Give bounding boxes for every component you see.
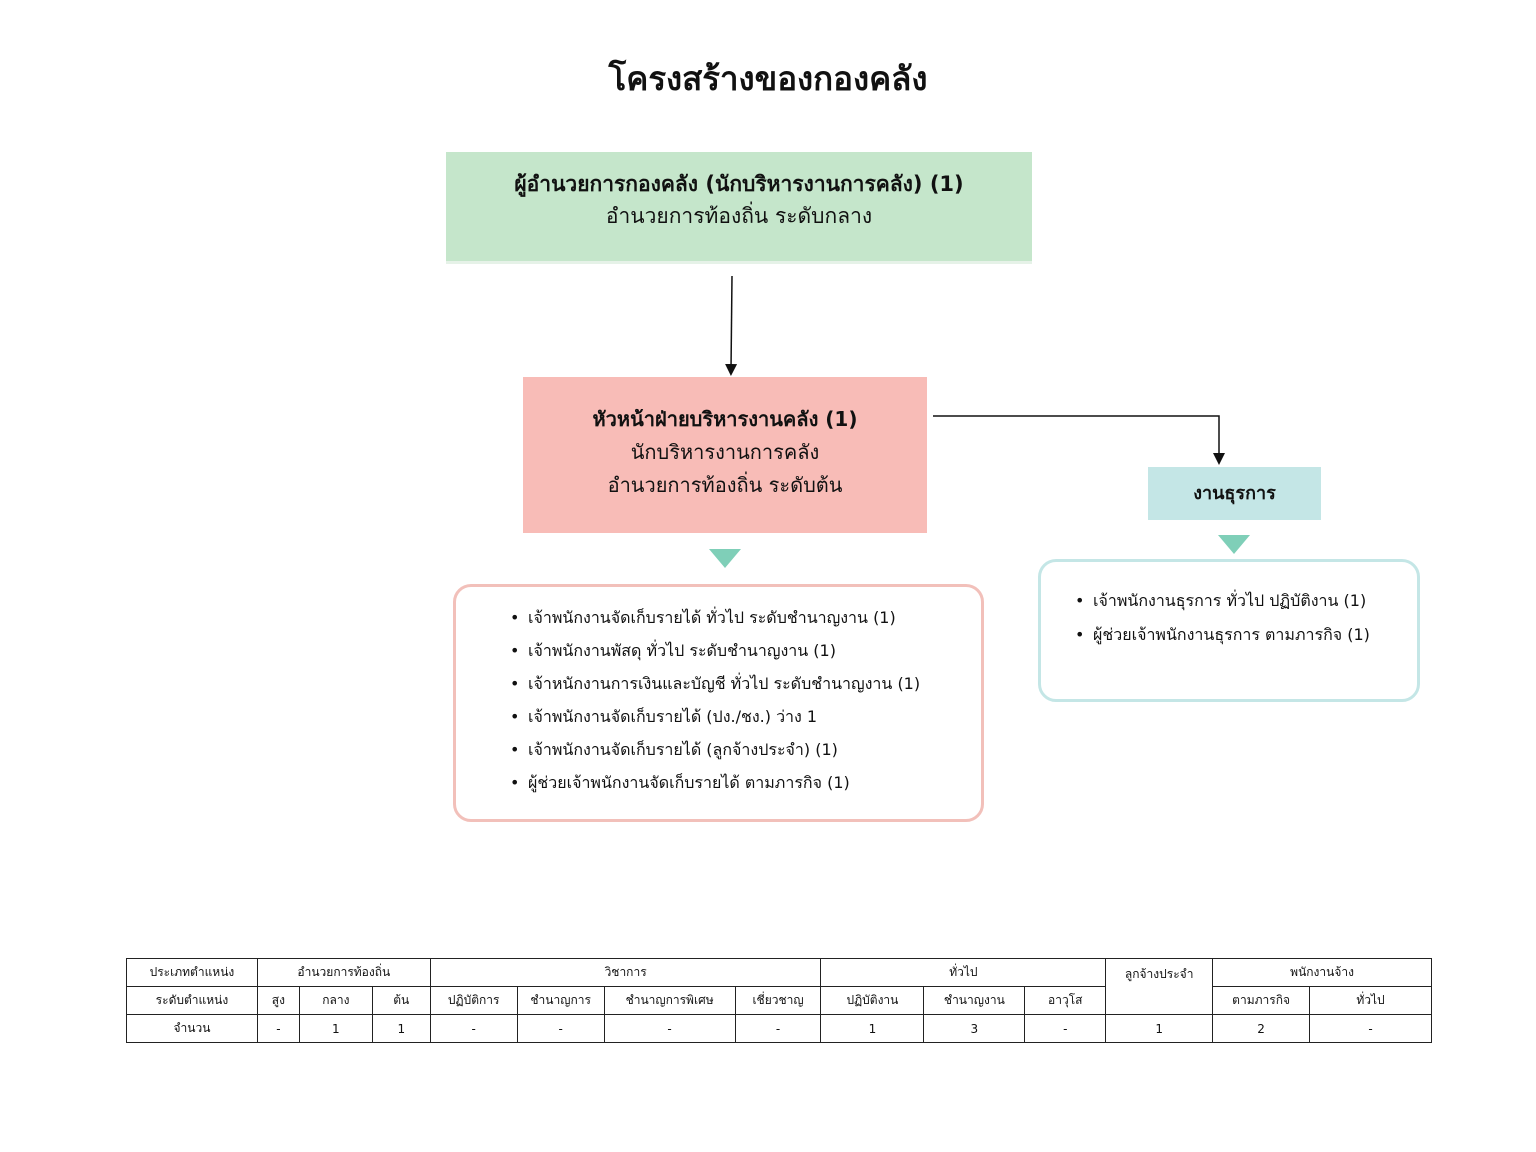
- list-item: ผู้ช่วยเจ้าพนักงานธุรการ ตามภารกิจ (1): [1075, 618, 1417, 652]
- table-cell: กลาง: [298, 986, 373, 1015]
- table-cell: จำนวน: [126, 1014, 258, 1043]
- table-cell: -: [734, 1014, 822, 1043]
- table-cell: 1: [820, 1014, 925, 1043]
- list-item: เจ้าพนักงานพัสดุ ทั่วไป ระดับชำนาญงาน (1…: [510, 634, 981, 667]
- head-position: นักบริหารงานการคลัง: [630, 440, 820, 464]
- table-cell: ลูกจ้างประจำ: [1105, 958, 1214, 1015]
- table-cell: -: [256, 1014, 300, 1043]
- table-cell: ปฏิบัติงาน: [820, 986, 925, 1015]
- table-row: ระดับตำแหน่ง สูง กลาง ต้น ปฏิบัติการ ชำน…: [126, 986, 1432, 1015]
- table-cell: พนักงานจ้าง: [1212, 958, 1432, 987]
- table-cell: -: [516, 1014, 605, 1043]
- table-cell: -: [1024, 1014, 1107, 1043]
- table-cell: 2: [1212, 1014, 1311, 1043]
- table-cell: 1: [298, 1014, 373, 1043]
- table-cell: ชำนาญงาน: [923, 986, 1026, 1015]
- table-cell: ทั่วไป: [1309, 986, 1432, 1015]
- table-cell: เชี่ยวชาญ: [734, 986, 822, 1015]
- table-cell: -: [429, 1014, 518, 1043]
- table-cell: ทั่วไป: [820, 958, 1107, 987]
- table-cell: 3: [923, 1014, 1026, 1043]
- table-cell: 1: [371, 1014, 431, 1043]
- list-item: เจ้าพนักงานจัดเก็บรายได้ (ลูกจ้างประจำ) …: [510, 733, 981, 766]
- connector-director-to-head: [725, 275, 738, 376]
- table-cell: อำนวยการท้องถิ่น: [256, 958, 431, 987]
- admin-staff-list: เจ้าพนักงานธุรการ ทั่วไป ปฏิบัติงาน (1) …: [1038, 559, 1420, 702]
- connector-head-to-admin: [933, 415, 1225, 465]
- table-row: ประเภทตำแหน่ง อำนวยการท้องถิ่น วิชาการ ท…: [126, 958, 1432, 1015]
- list-item: ผู้ช่วยเจ้าพนักงานจัดเก็บรายได้ ตามภารกิ…: [510, 766, 981, 799]
- position-summary-table: ประเภทตำแหน่ง อำนวยการท้องถิ่น วิชาการ ท…: [126, 958, 1432, 1043]
- table-cell: ปฏิบัติการ: [429, 986, 518, 1015]
- page-title: โครงสร้างของกองคลัง: [608, 59, 928, 98]
- list-item: เจ้าพนักงานจัดเก็บรายได้ ทั่วไป ระดับชำน…: [510, 601, 981, 634]
- finance-staff-list: เจ้าพนักงานจัดเก็บรายได้ ทั่วไป ระดับชำน…: [453, 584, 984, 822]
- table-cell: ระดับตำแหน่ง: [126, 986, 258, 1015]
- table-cell: ประเภทตำแหน่ง: [126, 958, 258, 987]
- admin-unit-box: งานธุรการ: [1148, 467, 1321, 520]
- head-level: อำนวยการท้องถิ่น ระดับต้น: [607, 473, 843, 497]
- down-triangle-icon: [1218, 535, 1250, 554]
- list-item: เจ้าพนักงานธุรการ ทั่วไป ปฏิบัติงาน (1): [1075, 584, 1417, 618]
- director-title: ผู้อำนวยการกองคลัง (นักบริหารงานการคลัง)…: [514, 172, 964, 196]
- director-box: ผู้อำนวยการกองคลัง (นักบริหารงานการคลัง)…: [446, 152, 1032, 264]
- table-cell: -: [1309, 1014, 1432, 1043]
- down-triangle-icon: [709, 549, 741, 568]
- table-cell: ชำนาญการพิเศษ: [603, 986, 736, 1015]
- head-title: หัวหน้าฝ่ายบริหารงานคลัง (1): [592, 407, 858, 431]
- table-row: จำนวน - 1 1 - - - - 1 3 - 1 2 -: [126, 1014, 1432, 1043]
- table-cell: -: [603, 1014, 736, 1043]
- list-item: เจ้าพนักงานจัดเก็บรายได้ (ปง./ชง.) ว่าง …: [510, 700, 981, 733]
- head-of-finance-box: หัวหน้าฝ่ายบริหารงานคลัง (1) นักบริหารงา…: [523, 377, 927, 533]
- table-cell: วิชาการ: [429, 958, 822, 987]
- table-cell: ตามภารกิจ: [1212, 986, 1311, 1015]
- table-cell: อาวุโส: [1024, 986, 1107, 1015]
- table-cell: ต้น: [371, 986, 431, 1015]
- table-cell: ชำนาญการ: [516, 986, 605, 1015]
- director-level: อำนวยการท้องถิ่น ระดับกลาง: [605, 204, 873, 228]
- table-cell: 1: [1105, 1014, 1214, 1043]
- list-item: เจ้าหนักงานการเงินและบัญชี ทั่วไป ระดับช…: [510, 667, 981, 700]
- table-cell: สูง: [256, 986, 300, 1015]
